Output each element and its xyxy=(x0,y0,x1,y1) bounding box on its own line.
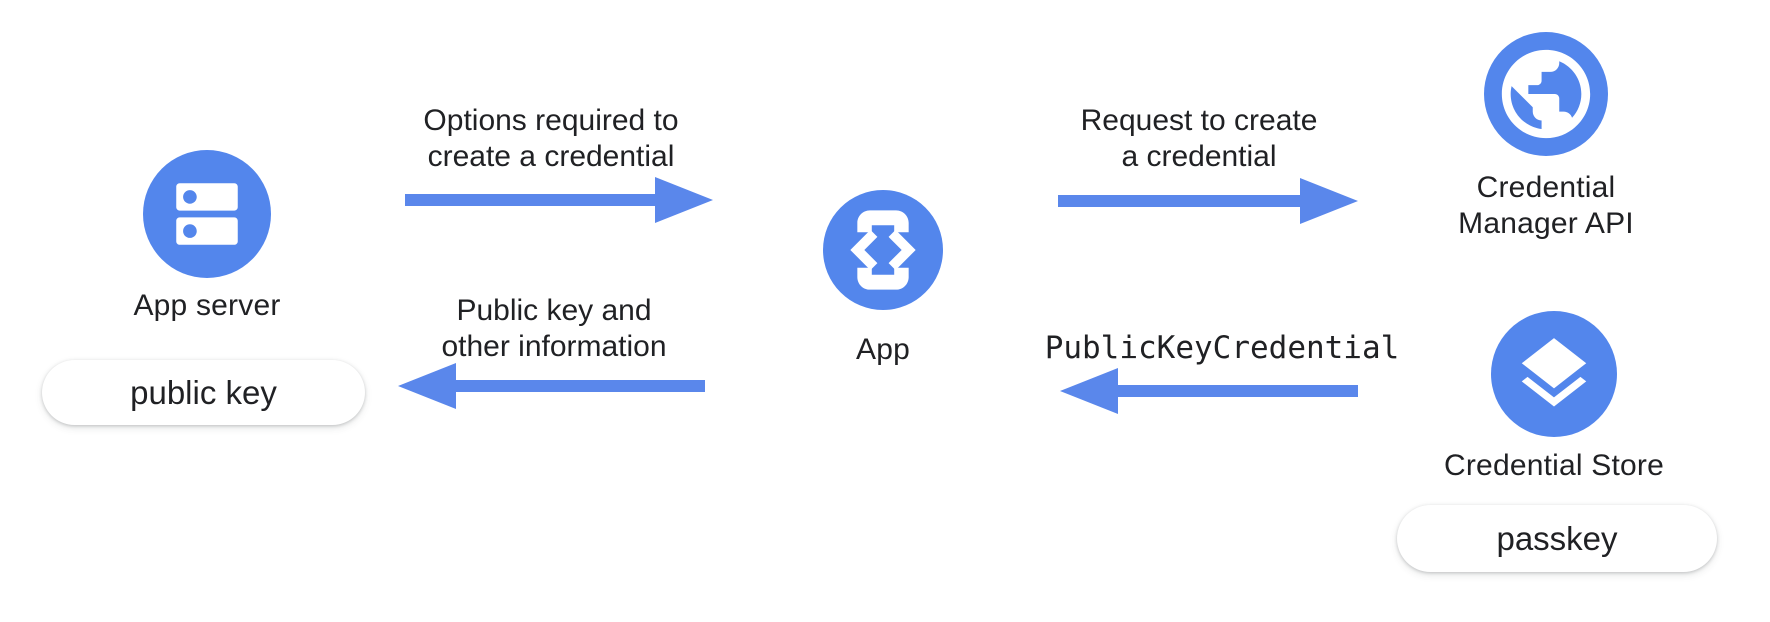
app-server-node xyxy=(143,150,271,278)
request-arrow-right-icon xyxy=(1058,178,1358,224)
publickeycredential-arrow-label: PublicKeyCredential xyxy=(1044,330,1400,366)
credential-store-node xyxy=(1491,311,1617,437)
credential-manager-api-node xyxy=(1484,32,1608,156)
options-arrow-label: Options required to create a credential xyxy=(423,104,679,173)
app-node xyxy=(823,190,943,310)
public-key-info-arrow-label: Public key and other information xyxy=(441,294,667,363)
phone-code-icon xyxy=(827,194,939,306)
credential-store-label: Credential Store xyxy=(1444,449,1664,482)
public-key-badge-label: public key xyxy=(130,373,277,411)
credential-manager-api-label: Credential Manager API xyxy=(1458,171,1634,240)
passkey-badge-label: passkey xyxy=(1496,519,1618,557)
publickeycredential-arrow-left-icon xyxy=(1060,368,1358,414)
globe-icon xyxy=(1493,41,1599,147)
public-key-badge: public key xyxy=(42,360,365,425)
passkey-badge: passkey xyxy=(1397,505,1717,572)
layers-icon xyxy=(1511,331,1597,417)
request-arrow-label: Request to create a credential xyxy=(1080,104,1318,173)
app-label: App xyxy=(856,333,910,366)
public-key-info-arrow-left-icon xyxy=(398,363,705,409)
dns-server-icon xyxy=(166,173,248,255)
options-arrow-right-icon xyxy=(405,177,713,223)
app-server-label: App server xyxy=(133,289,281,322)
